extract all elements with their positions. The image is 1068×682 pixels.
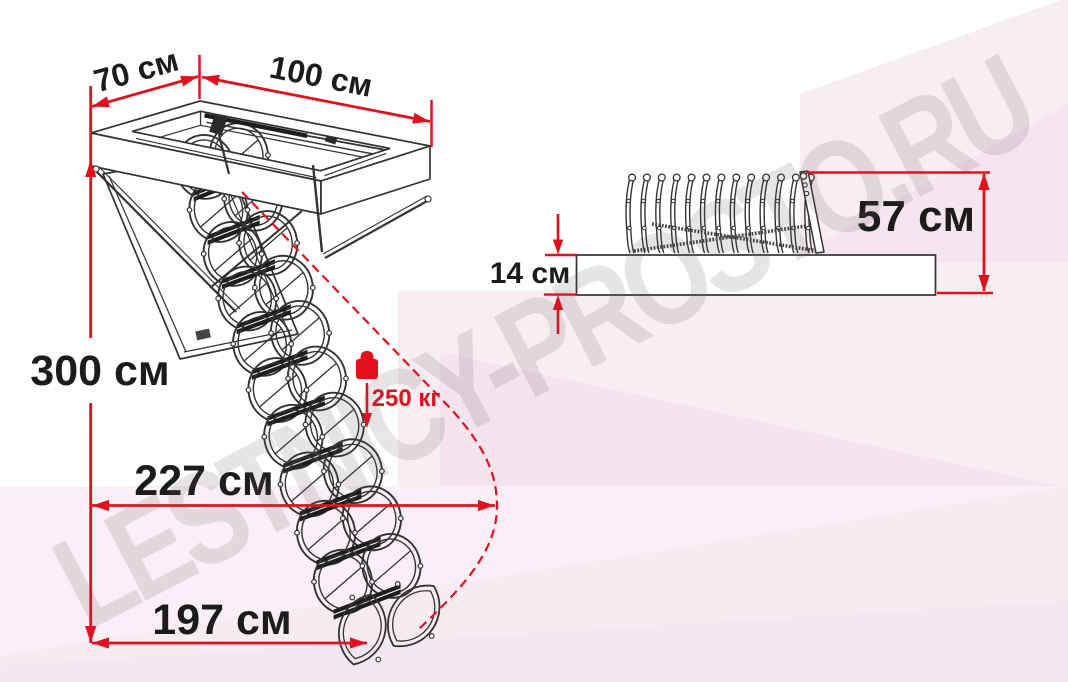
svg-text:227 см: 227 см	[134, 457, 273, 505]
svg-text:300 см: 300 см	[30, 347, 169, 395]
svg-text:197 см: 197 см	[152, 596, 291, 644]
svg-text:250 кг: 250 кг	[372, 385, 441, 412]
svg-text:14 см: 14 см	[490, 257, 571, 290]
svg-text:57 см: 57 см	[857, 192, 975, 241]
